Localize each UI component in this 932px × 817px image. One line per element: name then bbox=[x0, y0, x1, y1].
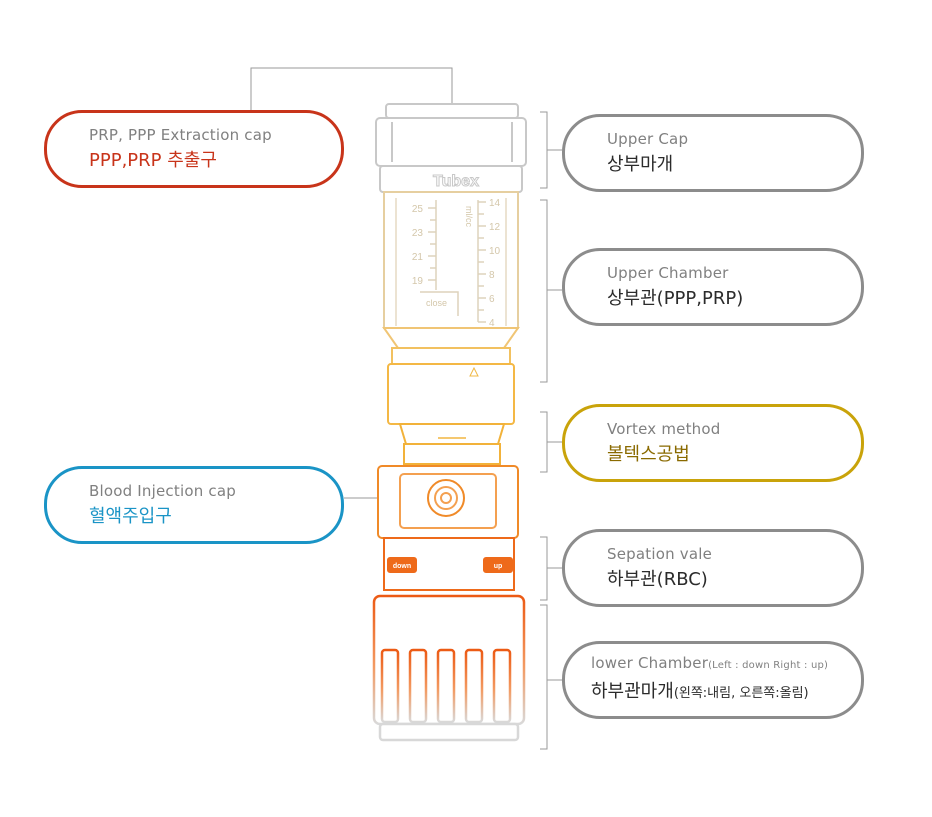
prp-cap-ko: PPP,PRP 추출구 bbox=[89, 149, 217, 171]
upper-chamber-ko: 상부관(PPP,PRP) bbox=[607, 287, 744, 309]
blood-injection-housing bbox=[377, 465, 519, 539]
upper-cap-ko: 상부마개 bbox=[607, 153, 674, 175]
scale-right-6: 6 bbox=[489, 294, 495, 305]
scale-right-10: 10 bbox=[489, 246, 501, 257]
blood-cap-ko: 혈액주입구 bbox=[89, 505, 172, 527]
scale-left-23: 23 bbox=[412, 228, 424, 239]
connector-lines bbox=[250, 67, 562, 750]
upper-chamber-bracket bbox=[540, 199, 548, 383]
scale-left-25: 25 bbox=[412, 204, 424, 215]
upper-chamber-en: Upper Chamber bbox=[607, 263, 729, 282]
vortex-callout: Vortex method 볼텍스공법 bbox=[562, 404, 864, 482]
scale-left-19: 19 bbox=[412, 276, 424, 287]
upper-cap-en: Upper Cap bbox=[607, 129, 689, 148]
scale-unit: ml/cc bbox=[464, 206, 474, 227]
upper-chamber-scale bbox=[420, 200, 486, 323]
scale-right-8: 8 bbox=[489, 270, 495, 281]
vortex-ko: 볼텍스공법 bbox=[607, 443, 690, 465]
scale-right-14: 14 bbox=[489, 198, 501, 209]
up-arrow-marker bbox=[469, 366, 479, 377]
scale-left-21: 21 bbox=[412, 252, 424, 263]
lower-chamber-cap bbox=[372, 594, 526, 742]
lower-chamber-callout: lower Chamber(Left : down Right : up) 하부… bbox=[562, 641, 864, 719]
separation-bracket bbox=[540, 536, 548, 601]
lower-chamber-en-line: lower Chamber(Left : down Right : up) bbox=[591, 652, 861, 677]
upper-cap-callout: Upper Cap 상부마개 bbox=[562, 114, 864, 192]
scale-right-4: 4 bbox=[489, 318, 495, 329]
close-label: close bbox=[426, 298, 447, 308]
separation-valve bbox=[383, 537, 515, 591]
blood-cap-callout: Blood Injection cap 혈액주입구 bbox=[44, 466, 344, 544]
upper-chamber-callout: Upper Chamber 상부관(PPP,PRP) bbox=[562, 248, 864, 326]
upper-cap-bracket bbox=[540, 111, 548, 189]
up-label: up bbox=[494, 563, 503, 570]
lower-chamber-ko: 하부관마개 bbox=[591, 681, 674, 702]
upper-chamber bbox=[382, 191, 520, 425]
separation-en: Sepation vale bbox=[607, 544, 713, 563]
lower-chamber-ko-line: 하부관마개(왼쪽:내림, 오른쪽:올림) bbox=[591, 678, 861, 708]
prp-cap-connector bbox=[250, 67, 453, 110]
brand-text: Tubex bbox=[433, 173, 479, 190]
vortex-bracket bbox=[540, 411, 548, 473]
lower-chamber-bracket bbox=[540, 604, 548, 750]
vortex-section bbox=[398, 423, 506, 465]
lower-chamber-en-small: (Left : down Right : up) bbox=[708, 660, 829, 671]
separation-ko: 하부관(RBC) bbox=[607, 568, 708, 590]
scale-labels: 25 23 21 19 14 12 10 8 6 4 ml/cc close bbox=[412, 198, 501, 329]
scale-right-12: 12 bbox=[489, 222, 501, 233]
down-label: down bbox=[393, 563, 411, 570]
lower-chamber-en: lower Chamber bbox=[591, 654, 709, 672]
prp-cap-callout: PRP, PPP Extraction cap PPP,PRP 추출구 bbox=[44, 110, 344, 188]
vortex-en: Vortex method bbox=[607, 419, 721, 438]
lower-chamber-ko-small: (왼쪽:내림, 오른쪽:올림) bbox=[673, 686, 809, 701]
valve-labels: down up bbox=[393, 563, 502, 570]
separation-callout: Sepation vale 하부관(RBC) bbox=[562, 529, 864, 607]
blood-cap-en: Blood Injection cap bbox=[89, 481, 236, 500]
prp-cap-en: PRP, PPP Extraction cap bbox=[89, 125, 272, 144]
